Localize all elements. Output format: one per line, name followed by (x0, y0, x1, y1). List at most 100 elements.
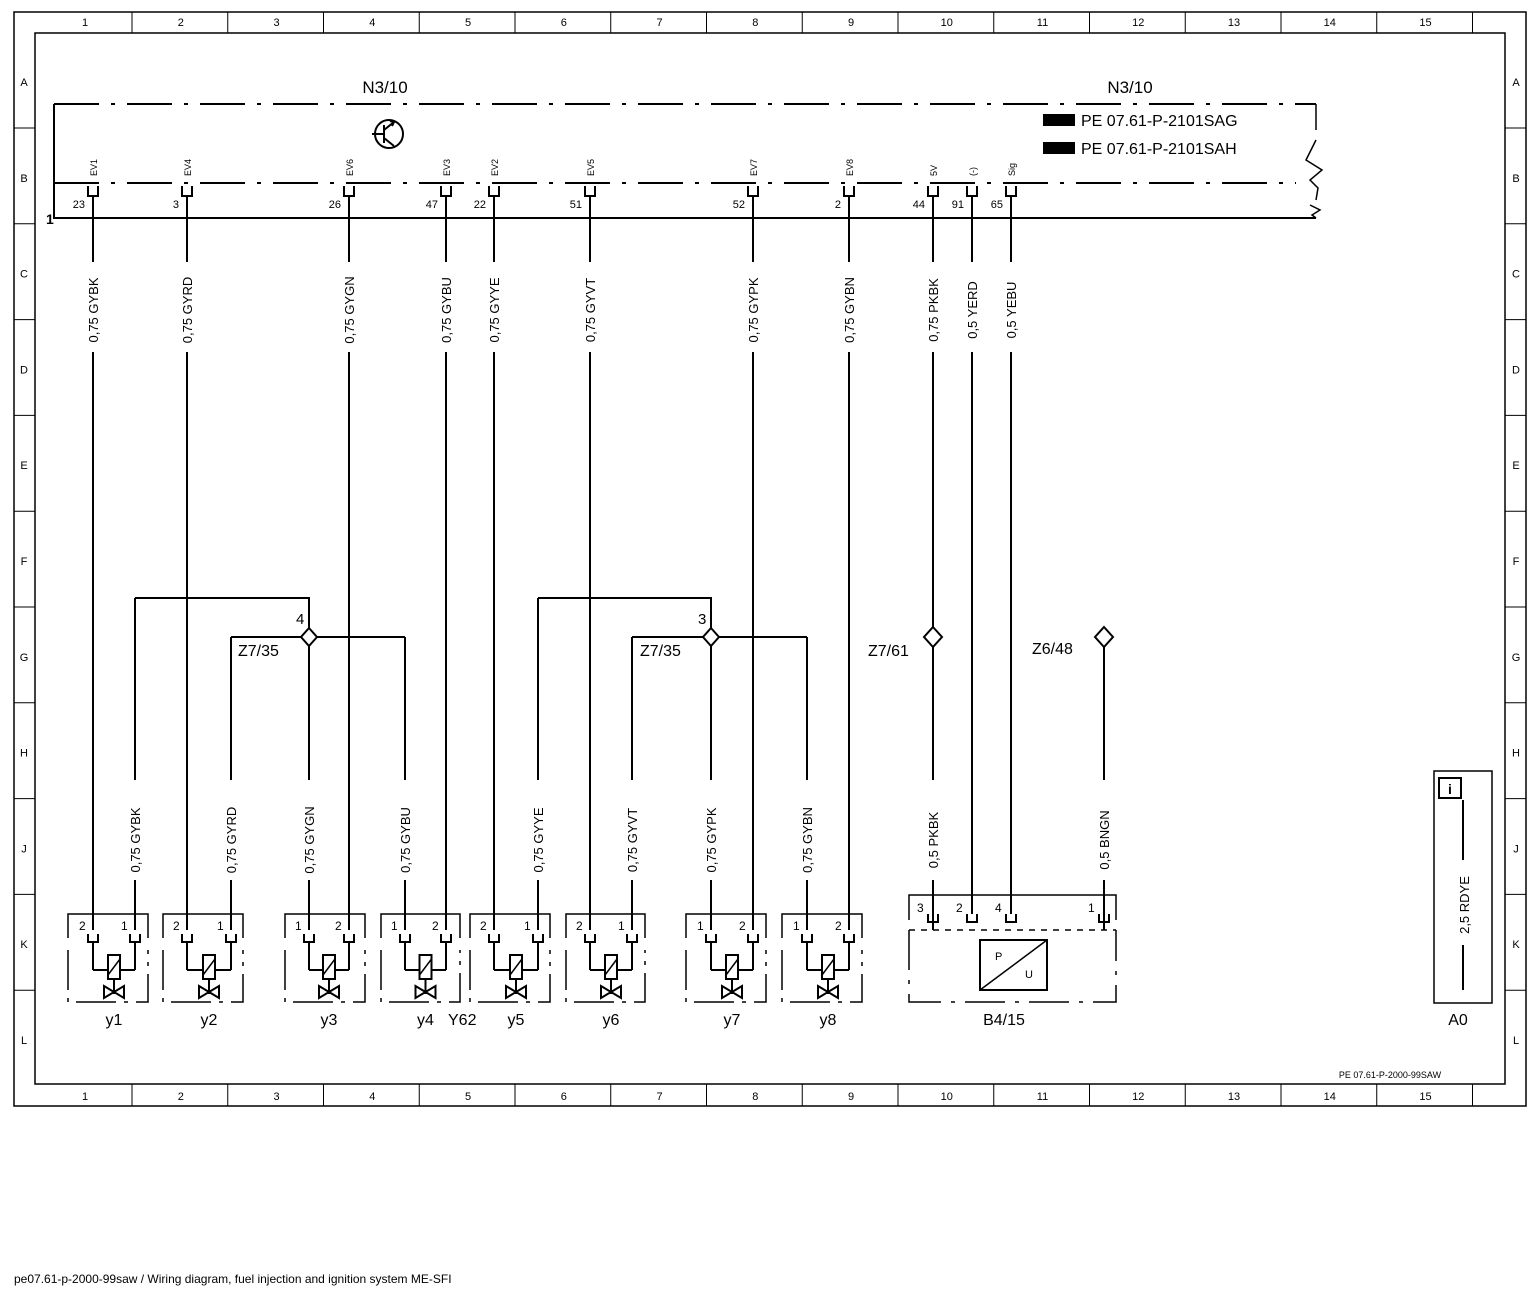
solenoid-valve-icon (414, 954, 437, 1000)
injector-pin-label: 1 (295, 919, 302, 933)
injector-pin-label: 2 (835, 919, 842, 933)
wire-label: 0,75 GYBK (86, 277, 101, 342)
grid-col-label-top: 7 (656, 17, 662, 29)
pin-socket-icon (1005, 914, 1017, 923)
upper-wire: 0,75 GYRD (180, 196, 195, 780)
control-unit-pin: EV6 26 (329, 159, 355, 211)
transistor-icon (372, 119, 404, 149)
pin-socket-icon (488, 186, 500, 197)
upper-wire: 0,75 GYBU (439, 196, 454, 780)
pin-number-label: 22 (474, 199, 486, 211)
pin-socket-icon (225, 934, 237, 943)
pin-socket-icon (343, 934, 355, 943)
pin-number-label: 44 (913, 199, 925, 211)
wire-label: 0,5 YEBU (1004, 282, 1019, 339)
reference-2: PE 07.61-P-2101SAH (1081, 141, 1237, 158)
pin-socket-icon (181, 934, 193, 943)
pin-number-label: 26 (329, 199, 341, 211)
lower-wire: 0,75 GYVT (625, 808, 640, 930)
upper-wire: 0,75 GYBN (842, 196, 857, 780)
grid-row-label-left: J (21, 843, 27, 855)
grid-col-label-bottom: 10 (941, 1091, 953, 1103)
grid-col-label-bottom: 13 (1228, 1091, 1240, 1103)
pin-number-label: 2 (835, 199, 841, 211)
injector-label: y7 (724, 1012, 741, 1029)
injector-pin-label: 2 (576, 919, 583, 933)
wire-label: 0,75 GYBN (800, 807, 815, 873)
grid-col-label-top: 11 (1037, 17, 1048, 29)
grid-row-label-right: E (1512, 460, 1519, 472)
grid-col-label-bottom: 9 (848, 1091, 854, 1103)
document-reference: PE 07.61-P-2000-99SAW (1339, 1070, 1442, 1080)
lower-wire: 0,75 GYRD (224, 807, 239, 930)
lower-wire: 0,75 GYBU (398, 807, 413, 930)
solenoid-valve-icon (318, 954, 340, 1000)
connector-node-icon (1093, 625, 1115, 649)
grid-col-label-top: 10 (941, 17, 953, 29)
pin-socket-icon (1005, 186, 1017, 197)
solenoid-valve-icon (600, 954, 622, 1000)
page-caption: pe07.61-p-2000-99saw / Wiring diagram, f… (14, 1272, 452, 1286)
solenoid-valve-icon (198, 954, 220, 1000)
pin-signal-label: EV3 (442, 159, 452, 176)
pin-socket-icon (87, 186, 99, 197)
pressure-sensor-icon (979, 939, 1048, 991)
info-icon (1438, 777, 1462, 799)
injector-pin-label: 2 (480, 919, 487, 933)
sensor-pin-label: 1 (1088, 901, 1095, 915)
injector-pin-label: 1 (217, 919, 224, 933)
wire-label: 0,75 GYGN (302, 806, 317, 873)
grid-col-label-bottom: 6 (561, 1091, 567, 1103)
upper-wire: 0,5 YEBU (1004, 196, 1019, 895)
wire-label: 0,5 BNGN (1097, 810, 1112, 869)
solenoid-valve-icon (103, 954, 125, 1000)
wire-label: 0,75 GYRD (224, 807, 239, 873)
connector-label: Z7/61 (868, 643, 909, 660)
pin-number-label: 52 (733, 199, 745, 211)
control-unit-label-right: N3/10 (1107, 78, 1152, 97)
solenoid-valve-icon (721, 954, 743, 1000)
wire-label: 0,75 GYYE (531, 807, 546, 872)
sensor-label: B4/15 (983, 1012, 1025, 1029)
grid-row-label-right: G (1512, 652, 1521, 664)
pin-signal-label: EV8 (845, 159, 855, 176)
injector-pin-label: 1 (793, 919, 800, 933)
grid-row-label-right: L (1513, 1035, 1519, 1047)
pin-signal-label: EV5 (586, 159, 596, 176)
injector-group-label: Y62 (448, 1012, 477, 1029)
wire-label: 0,75 GYYE (487, 277, 502, 342)
grid-row-label-right: B (1512, 173, 1519, 185)
wire-label: 0,75 GYBU (439, 277, 454, 343)
grid-row-label-right: C (1512, 269, 1520, 281)
connector-number: 3 (698, 611, 706, 628)
grid-row-label-right: J (1513, 843, 1519, 855)
pin-socket-icon (966, 914, 978, 923)
control-unit-pin: EV8 2 (835, 159, 855, 211)
upper-wire: 0,75 GYGN (342, 196, 357, 780)
pin-socket-icon (927, 914, 939, 923)
legend-icon-letter: i (1448, 781, 1452, 797)
lower-wire: 0,75 GYPK (704, 807, 719, 930)
pin-socket-icon (966, 186, 978, 197)
grid-row-label-left: H (20, 748, 28, 760)
grid-col-label-top: 2 (178, 17, 184, 29)
pin-signal-label: EV6 (345, 159, 355, 176)
pin-socket-icon (843, 934, 855, 943)
injector-pin-label: 1 (121, 919, 128, 933)
solenoid-valve-icon (505, 954, 527, 1000)
wire-label: 0,75 GYBK (128, 807, 143, 872)
grid-row-label-left: L (21, 1035, 27, 1047)
grid-col-label-top: 6 (561, 17, 567, 29)
connector-z7-35-right: 3 Z7/35 (537, 597, 808, 780)
legend-wire-label: 2,5 RDYE (1457, 876, 1472, 934)
